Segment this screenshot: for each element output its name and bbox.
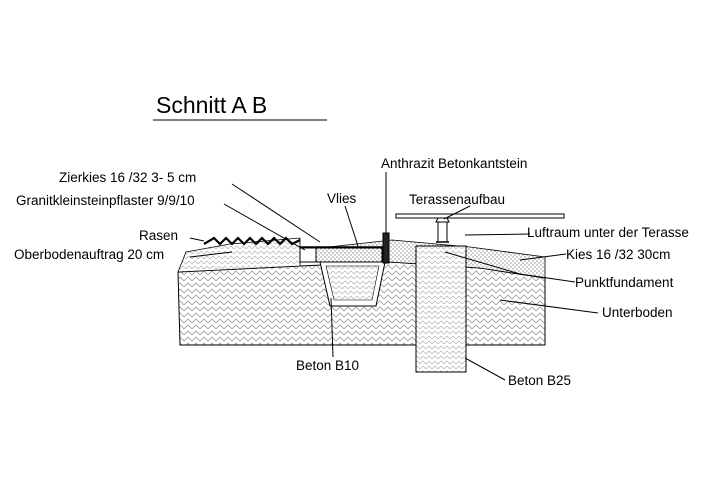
leader-zierkies [231,183,321,243]
label-anthrazit-betonkantstein: Anthrazit Betonkantstein [381,156,527,171]
label-kies: Kies 16 /32 30cm [566,247,670,262]
leader-luftraum [464,233,531,236]
leader-kies [519,253,567,261]
label-terassenaufbau: Terassenaufbau [409,192,505,207]
leader-beton-b25 [464,357,506,381]
label-beton-b25: Beton B25 [508,373,571,388]
leader-beton-b10 [330,297,334,358]
label-oberbodenauftrag: Oberbodenauftrag 20 cm [14,247,164,262]
terrace-post [437,221,448,243]
section-title: Schnitt A B [156,92,267,118]
label-luftraum: Luftraum unter der Terasse [527,225,689,240]
terrace-deck [395,213,565,219]
label-unterboden: Unterboden [602,305,673,320]
point-foundation [415,245,467,373]
kerb-stone [382,232,390,264]
leader-rasen [189,237,205,242]
label-granitkleinsteinpflaster: Granitkleinsteinpflaster 9/9/10 [16,193,195,208]
leader-punktfundament [444,251,576,283]
post-head [435,217,450,223]
leader-unterboden [499,299,599,314]
leader-oberboden [189,251,233,258]
leader-vlies [344,205,359,247]
leader-terassenaufbau [443,205,471,220]
paving-stone-block [299,247,317,263]
leader-granit [223,203,306,251]
label-rasen: Rasen [139,228,178,243]
label-beton-b10: Beton B10 [296,358,359,373]
label-vlies: Vlies [327,191,357,206]
lawn [203,236,301,246]
trench-inner [325,265,380,301]
label-punktfundament: Punktfundament [575,275,674,290]
label-zierkies: Zierkies 16 /32 3- 5 cm [59,170,196,185]
